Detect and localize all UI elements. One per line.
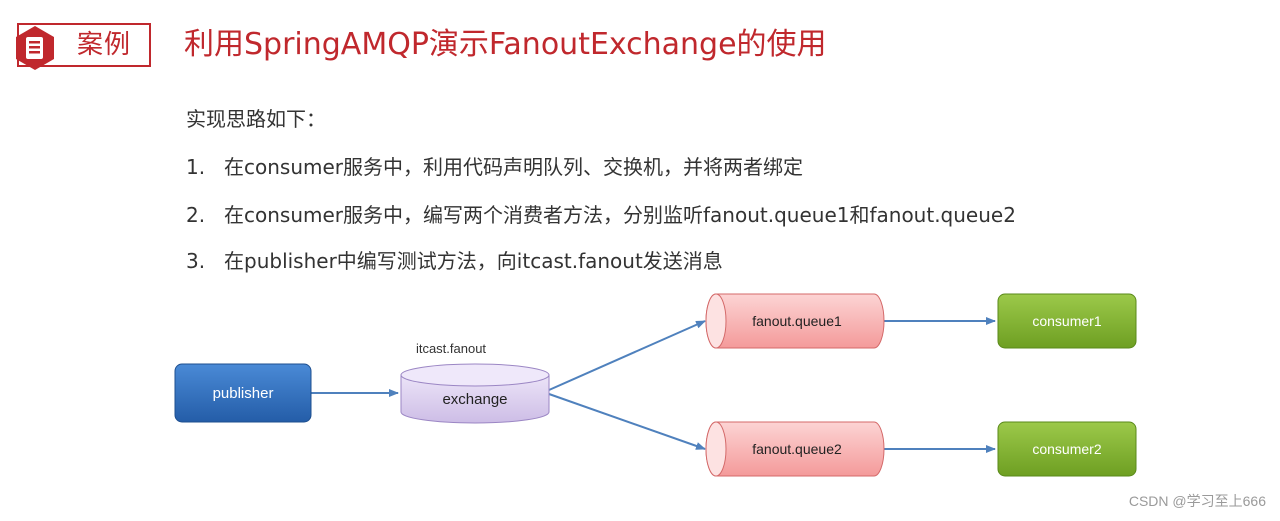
step-text: 在publisher中编写测试方法，向itcast.fanout发送消息 (224, 249, 723, 273)
step-3: 3. 在publisher中编写测试方法，向itcast.fanout发送消息 (186, 246, 723, 276)
exchange-name-label: itcast.fanout (416, 341, 486, 356)
step-text: 在consumer服务中，利用代码声明队列、交换机，并将两者绑定 (224, 155, 804, 179)
queue1-label: fanout.queue1 (752, 313, 842, 329)
consumer2-label: consumer2 (1032, 441, 1101, 457)
step-number: 3. (186, 249, 206, 273)
publisher-node: publisher (174, 363, 312, 423)
arrow-exchange-queue1 (548, 320, 706, 391)
exchange-label: exchange (442, 391, 507, 408)
publisher-label: publisher (213, 385, 274, 402)
step-text: 在consumer服务中，编写两个消费者方法，分别监听fanout.queue1… (224, 203, 1016, 227)
page-title: 利用SpringAMQP演示FanoutExchange的使用 (184, 27, 827, 62)
step-number: 1. (186, 155, 206, 179)
badge-label: 案例 (77, 30, 132, 60)
consumer2-node: consumer2 (997, 421, 1137, 477)
step-2: 2. 在consumer服务中，编写两个消费者方法，分别监听fanout.queu… (186, 200, 1016, 230)
queue2-label: fanout.queue2 (752, 441, 842, 457)
step-number: 2. (186, 203, 206, 227)
queue2-node: fanout.queue2 (705, 421, 885, 477)
consumer1-label: consumer1 (1032, 313, 1101, 329)
csdn-watermark: CSDN @学习至上666 (1128, 493, 1266, 509)
document-icon (16, 26, 54, 70)
queue1-node: fanout.queue1 (705, 293, 885, 349)
exchange-node: exchange (400, 363, 550, 424)
arrow-exchange-queue2 (548, 393, 706, 450)
consumer1-node: consumer1 (997, 293, 1137, 349)
step-1: 1. 在consumer服务中，利用代码声明队列、交换机，并将两者绑定 (186, 152, 803, 182)
intro-text: 实现思路如下： (186, 107, 326, 131)
